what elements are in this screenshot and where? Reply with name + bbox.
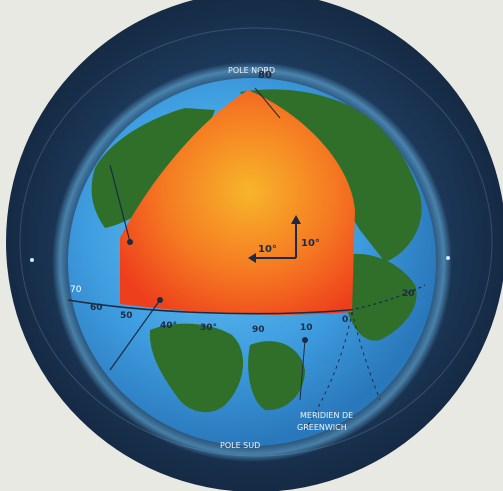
meridian-label-line2: GREENWICH xyxy=(297,423,347,432)
angle-arrows xyxy=(248,215,301,263)
greenwich-meridian xyxy=(304,311,353,431)
north-axis-line xyxy=(254,87,281,119)
pointer-dot-left xyxy=(127,239,133,245)
degree-label-10: 10 xyxy=(300,323,313,333)
equator-line-right xyxy=(349,284,426,311)
degree-label-30: 30° xyxy=(200,323,217,333)
degree-label-20: 20 xyxy=(402,289,415,299)
pointer-dot-lower xyxy=(157,297,163,303)
degree-label-top: 80 xyxy=(258,70,272,81)
north-pole-label: POLE NORD xyxy=(228,66,275,75)
pointer-line-meridian xyxy=(299,339,306,401)
cutaway-wedge xyxy=(120,90,355,315)
meridian-label-line1: MERIDIEN DE xyxy=(300,411,353,420)
degree-label-90: 90 xyxy=(252,325,265,335)
degree-label-arrow-up: 10° xyxy=(301,238,320,249)
north-america xyxy=(91,108,215,228)
arrow-up-head xyxy=(291,215,301,224)
south-landmass xyxy=(248,341,305,411)
equator-line xyxy=(67,299,351,315)
south-pole-label: POLE SUD xyxy=(220,441,260,450)
degree-label-40: 40° xyxy=(160,321,177,331)
halo-dot-right xyxy=(446,256,450,260)
meridian-right xyxy=(351,311,381,401)
pointer-line-left xyxy=(109,164,131,243)
degree-label-arrow-left: 10° xyxy=(258,244,277,255)
asia-south xyxy=(345,253,417,341)
halo-dot-left xyxy=(30,258,34,262)
degree-label-50: 50 xyxy=(120,311,133,321)
degree-label-70: 70 xyxy=(70,285,82,295)
degree-label-60: 60 xyxy=(90,303,103,313)
pointer-line-lower xyxy=(109,299,161,371)
arrow-left-head xyxy=(248,253,256,263)
degree-label-0: 0 xyxy=(342,315,348,325)
pointer-dot-meridian xyxy=(302,337,308,343)
africa xyxy=(149,323,244,413)
